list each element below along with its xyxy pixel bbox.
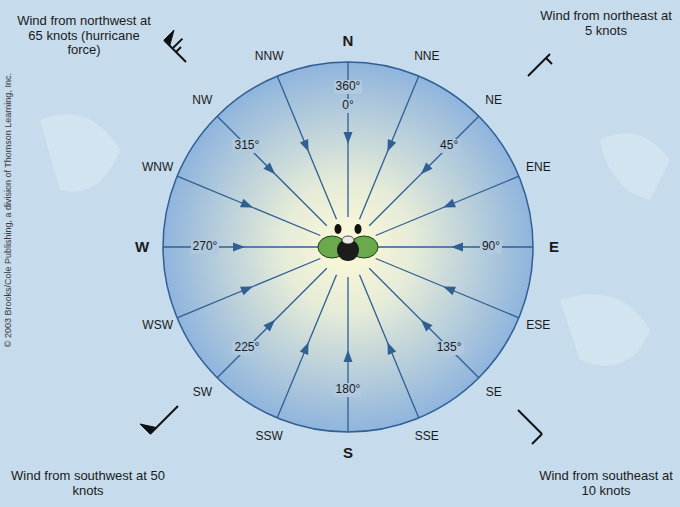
compass-point: SSW: [255, 430, 282, 444]
compass-point: NNW: [255, 50, 284, 64]
arrowhead: [264, 163, 276, 175]
wind-barbs: [140, 30, 552, 444]
arrowhead: [233, 243, 245, 252]
wind-ray: [359, 76, 418, 219]
compass-point: N: [343, 32, 354, 49]
wind-ray: [369, 116, 479, 226]
arrowhead: [443, 286, 456, 295]
arrowhead: [421, 163, 433, 175]
wind-ray: [277, 76, 336, 219]
wind-caption: Wind from southwest at 50 knots: [3, 469, 173, 499]
wind-ray: [376, 258, 519, 317]
wind-ray: [217, 116, 327, 226]
wind-barb: [528, 54, 552, 76]
degree-label: 135°: [435, 341, 464, 355]
compass-point: W: [135, 238, 149, 255]
wind-ray: [369, 268, 479, 378]
wind-ray: [359, 275, 418, 418]
arrowhead: [443, 199, 456, 208]
wind-ray: [376, 176, 519, 235]
arrowhead: [240, 199, 253, 208]
compass-point: S: [343, 444, 353, 461]
arrowhead: [451, 243, 463, 252]
observer-figure: [318, 224, 378, 261]
compass-point: WSW: [142, 319, 173, 333]
compass-point: E: [549, 238, 559, 255]
wind-ray: [277, 275, 336, 418]
wind-rays: [163, 62, 533, 432]
wind-caption: Wind from northwest at 65 knots (hurrica…: [17, 14, 151, 59]
hand: [335, 224, 342, 234]
arrowhead: [264, 320, 276, 332]
degree-label: 90°: [480, 240, 502, 254]
compass-point: ESE: [526, 319, 550, 333]
wind-caption: Wind from northeast at 5 knots: [536, 9, 676, 39]
wind-caption: Wind from southeast at 10 knots: [531, 469, 680, 499]
arrowhead: [300, 342, 309, 355]
arrowhead: [387, 342, 396, 355]
hand: [355, 224, 362, 234]
wind-barb: [164, 30, 186, 62]
copyright-note: © 2003 Brooks/Cole Publishing, a divisio…: [3, 73, 13, 347]
degree-label: 45°: [438, 139, 460, 153]
wind-ray: [177, 258, 320, 317]
compass-circle: [163, 62, 533, 432]
wind-barb: [140, 406, 178, 434]
compass-point: SW: [193, 386, 212, 400]
degree-label: 0°: [340, 99, 355, 113]
arrowhead: [421, 320, 433, 332]
arrowhead: [240, 286, 253, 295]
compass-point: WNW: [142, 161, 173, 175]
wind-ray: [177, 176, 320, 235]
compass-point: SSE: [415, 430, 439, 444]
arrowhead: [344, 350, 353, 362]
arrowhead: [344, 132, 353, 144]
degree-label: 360°: [334, 80, 363, 94]
arrowhead: [300, 139, 309, 152]
degree-label: 180°: [334, 383, 363, 397]
face: [342, 236, 354, 244]
compass-point: NNE: [414, 50, 439, 64]
degree-label: 315°: [232, 139, 261, 153]
compass-point: NE: [485, 94, 502, 108]
arrowhead: [387, 139, 396, 152]
compass-point: NW: [192, 94, 212, 108]
compass-point: ENE: [526, 161, 551, 175]
degree-label: 270°: [191, 240, 220, 254]
wind-barb: [518, 410, 542, 444]
degree-label: 225°: [232, 341, 261, 355]
compass-point: SE: [486, 386, 502, 400]
wind-ray: [217, 268, 327, 378]
